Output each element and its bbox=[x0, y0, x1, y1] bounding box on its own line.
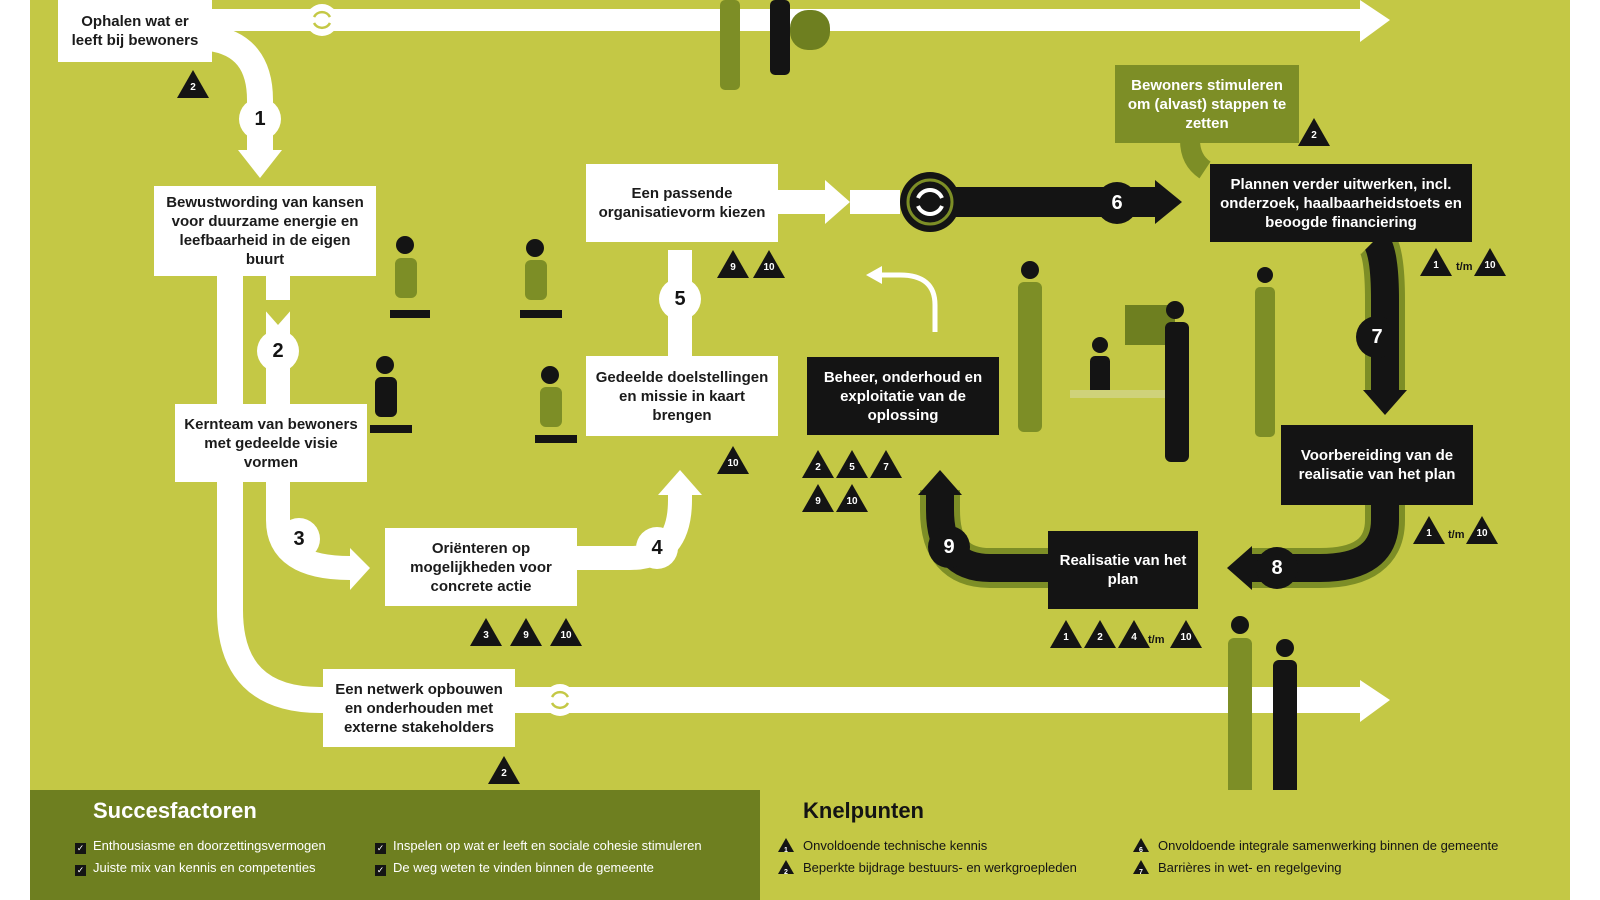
step-9: 9 bbox=[928, 526, 970, 568]
warning-triangle-icon: 3 bbox=[470, 618, 502, 646]
path-black-7 bbox=[1363, 230, 1399, 390]
people-illustration-handshake bbox=[1228, 616, 1297, 810]
box-plannen: Plannen verder uitwerken, incl. onderzoe… bbox=[1210, 164, 1472, 242]
range-label: t/m bbox=[1456, 261, 1473, 273]
warning-triangle-icon: 9 bbox=[510, 618, 542, 646]
warning-triangle-icon: 10 bbox=[836, 484, 868, 512]
range-label: t/m bbox=[1148, 634, 1165, 646]
succesfactoren-panel: Succesfactoren ✓Enthousiasme en doorzett… bbox=[30, 790, 760, 900]
warning-triangle-icon: 1 bbox=[1050, 620, 1082, 648]
warning-triangle-icon: 4 bbox=[1118, 620, 1150, 648]
warning-triangle-icon: 10 bbox=[753, 250, 785, 278]
arrow-6-head bbox=[1155, 180, 1182, 224]
range-label: t/m bbox=[1448, 529, 1465, 541]
arrow-4-head bbox=[658, 470, 702, 495]
path-black-8 bbox=[1250, 495, 1399, 582]
warning-triangle-icon: 1 bbox=[778, 838, 794, 854]
warning-triangle-icon: 2 bbox=[1084, 620, 1116, 648]
succes-item: ✓De weg weten te vinden binnen de gemeen… bbox=[375, 860, 654, 876]
bottom-arrow-head bbox=[1360, 680, 1390, 722]
step-7: 7 bbox=[1356, 316, 1398, 358]
warning-triangle-icon: 10 bbox=[1466, 516, 1498, 544]
warning-triangle-icon: 7 bbox=[1133, 860, 1149, 876]
people-illustration-left bbox=[370, 236, 577, 443]
warning-triangle-icon: 1 bbox=[1413, 516, 1445, 544]
warning-triangle-icon: 1 bbox=[1420, 248, 1452, 276]
knelpunten-title: Knelpunten bbox=[803, 798, 924, 823]
people-illustration-center bbox=[1018, 261, 1275, 462]
succesfactoren-title: Succesfactoren bbox=[93, 798, 257, 823]
check-icon: ✓ bbox=[75, 843, 86, 854]
top-arrow-head bbox=[1360, 0, 1390, 42]
warning-triangle-icon: 2 bbox=[802, 450, 834, 478]
box-netwerk: Een netwerk opbouwen en onderhouden met … bbox=[323, 669, 515, 747]
arrow-1-head bbox=[238, 150, 282, 178]
return-arrow-icon bbox=[880, 272, 938, 332]
step-6: 6 bbox=[1096, 182, 1138, 224]
path-main-left bbox=[217, 270, 1360, 713]
box-kernteam: Kernteam van bewoners met gedeelde visie… bbox=[175, 404, 367, 482]
refresh-icon-large bbox=[900, 172, 960, 232]
box-organisatievorm: Een passende organisatievorm kiezen bbox=[586, 164, 778, 242]
refresh-icon bbox=[306, 4, 338, 36]
box-realisatie: Realisatie van het plan bbox=[1048, 531, 1198, 609]
check-icon: ✓ bbox=[375, 843, 386, 854]
succes-item: ✓Juiste mix van kennis en competenties bbox=[75, 860, 316, 876]
box-ophalen: Ophalen wat er leeft bij bewoners bbox=[58, 0, 212, 62]
box-beheer: Beheer, onderhoud en exploitatie van de … bbox=[807, 357, 999, 435]
arrow-5-head bbox=[825, 180, 850, 224]
warning-triangle-icon: 10 bbox=[717, 446, 749, 474]
step-2: 2 bbox=[257, 330, 299, 372]
check-icon: ✓ bbox=[75, 865, 86, 876]
warning-triangle-icon: 2 bbox=[488, 756, 520, 784]
succes-item: ✓Enthousiasme en doorzettingsvermogen bbox=[75, 838, 326, 854]
arrow-8-head bbox=[1227, 546, 1252, 590]
warning-triangle-icon: 9 bbox=[717, 250, 749, 278]
warning-triangle-icon: 5 bbox=[836, 450, 868, 478]
people-illustration-top bbox=[720, 0, 830, 90]
succes-item: ✓Inspelen op wat er leeft en sociale coh… bbox=[375, 838, 702, 854]
refresh-icon bbox=[544, 684, 576, 716]
box-doelstellingen: Gedeelde doelstellingen en missie in kaa… bbox=[586, 356, 778, 436]
box-bewustwording: Bewustwording van kansen voor duurzame e… bbox=[154, 186, 376, 276]
warning-triangle-icon: 6 bbox=[1133, 838, 1149, 854]
warning-triangle-icon: 2 bbox=[177, 70, 209, 98]
warning-triangle-icon: 10 bbox=[1170, 620, 1202, 648]
path-stimuleren-link bbox=[1180, 139, 1212, 179]
warning-triangle-icon: 10 bbox=[1474, 248, 1506, 276]
step-5: 5 bbox=[659, 278, 701, 320]
step-1: 1 bbox=[239, 98, 281, 140]
arrow-3-head bbox=[350, 548, 370, 590]
box-stimuleren: Bewoners stimuleren om (alvast) stappen … bbox=[1115, 65, 1299, 143]
box-voorbereiding: Voorbereiding van de realisatie van het … bbox=[1281, 425, 1473, 505]
box-orienteren: Oriënteren op mogelijkheden voor concret… bbox=[385, 528, 577, 606]
warning-triangle-icon: 2 bbox=[778, 860, 794, 876]
warning-triangle-icon: 7 bbox=[870, 450, 902, 478]
step-4: 4 bbox=[636, 527, 678, 569]
warning-triangle-icon: 2 bbox=[1298, 118, 1330, 146]
check-icon: ✓ bbox=[375, 865, 386, 876]
arrow-9-head bbox=[918, 470, 962, 495]
warning-triangle-icon: 9 bbox=[802, 484, 834, 512]
step-8: 8 bbox=[1256, 547, 1298, 589]
warning-triangle-icon: 10 bbox=[550, 618, 582, 646]
arrow-2-chevron bbox=[256, 300, 300, 325]
step-3: 3 bbox=[278, 518, 320, 560]
process-infographic: Ophalen wat er leeft bij bewoners Bewust… bbox=[30, 0, 1570, 900]
flow-paths bbox=[207, 0, 1407, 810]
arrow-7-head bbox=[1363, 390, 1407, 415]
